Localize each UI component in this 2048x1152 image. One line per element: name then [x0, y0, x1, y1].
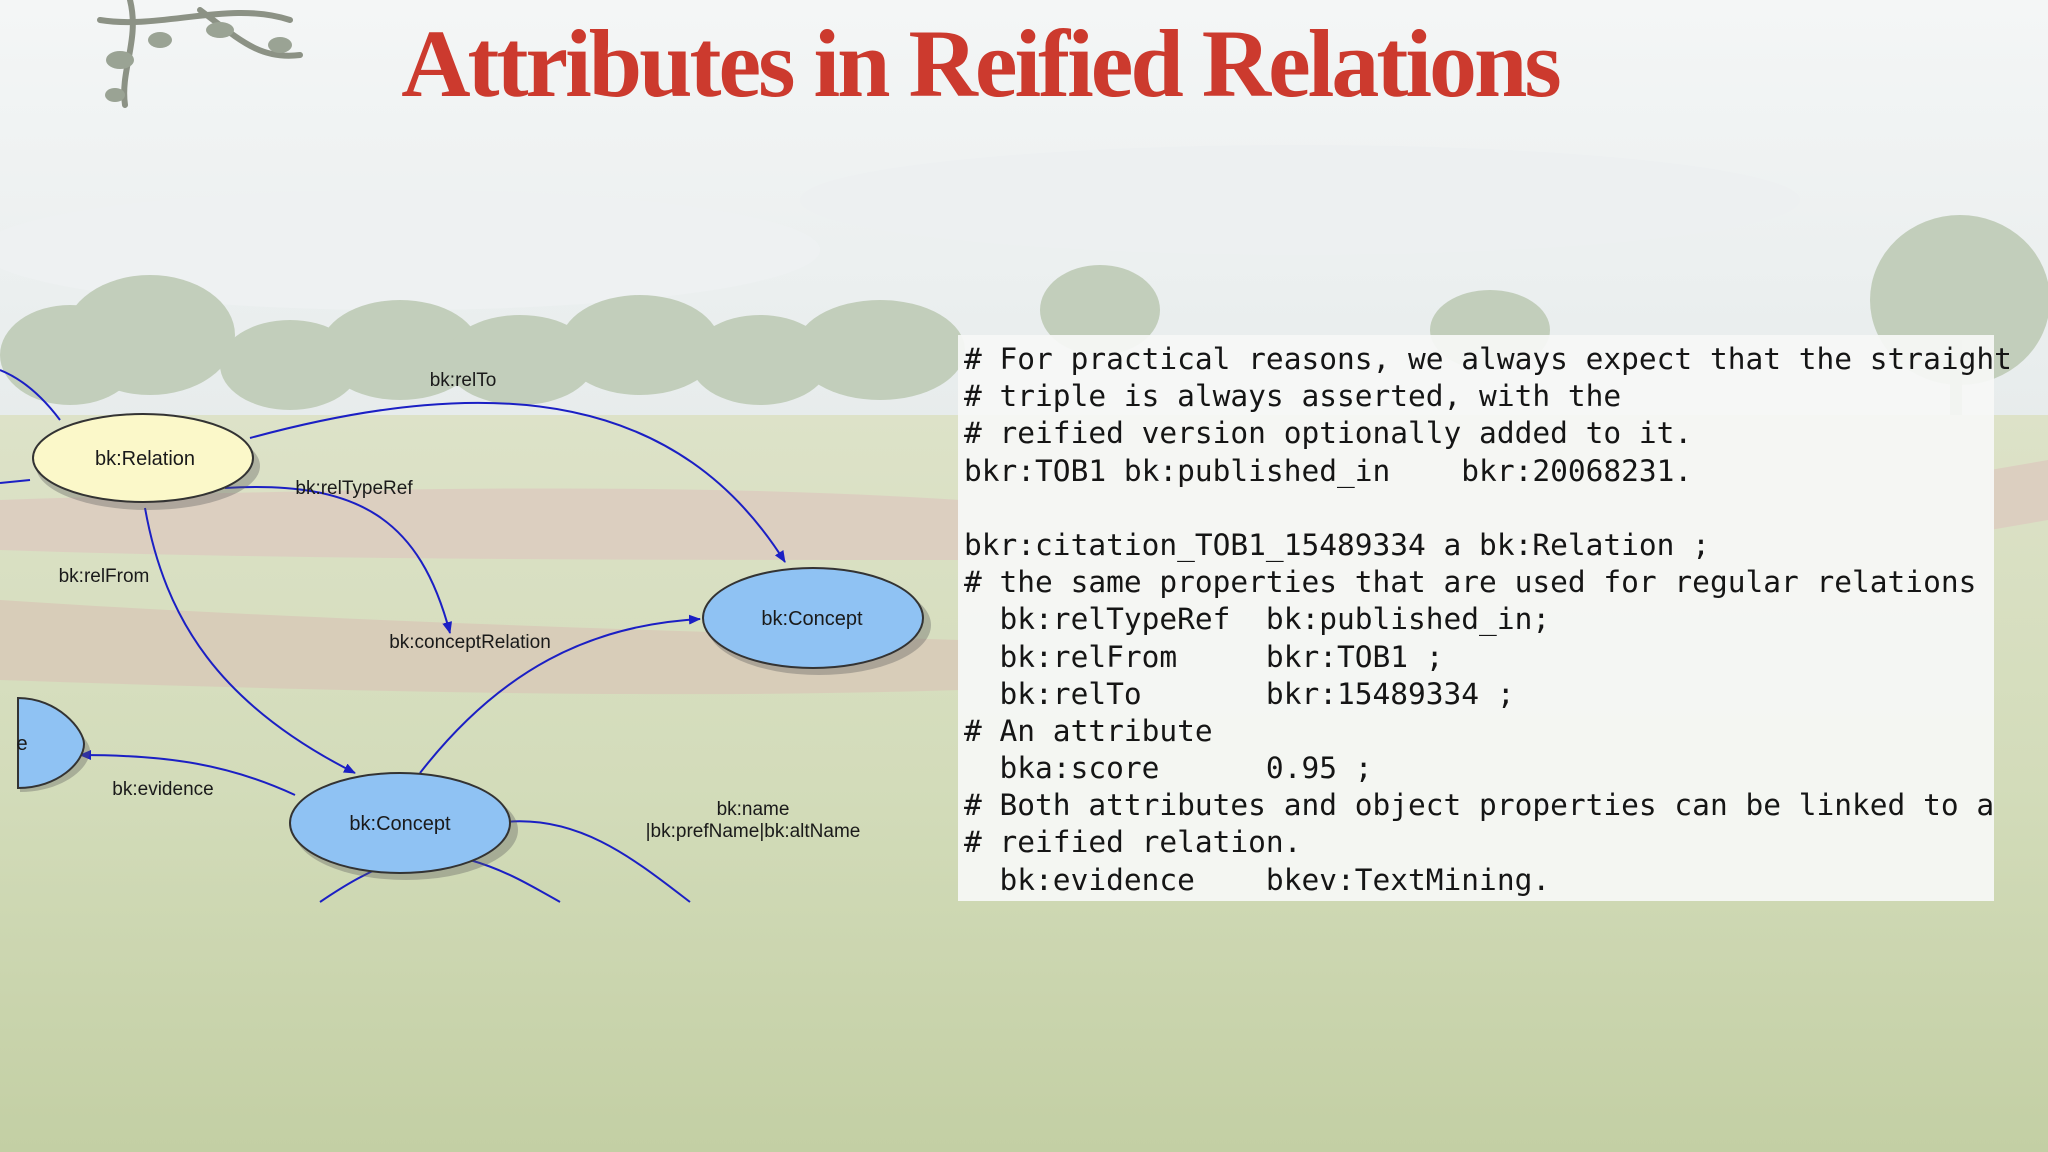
- edge-rel-from: [144, 507, 356, 774]
- concept-bottom-node-label: bk:Concept: [349, 813, 451, 835]
- code-line: # Both attributes and object properties …: [964, 788, 1995, 823]
- relation-node-label: bk:Relation: [95, 448, 195, 470]
- code-line: bk:relTypeRef bk:published_in;: [964, 602, 1551, 637]
- edge-evidence: [79, 750, 296, 796]
- edge-label-evidence: bk:evidence: [112, 779, 213, 800]
- slide-title: Attributes in Reified Relations: [401, 10, 1562, 117]
- code-line: bk:relFrom bkr:TOB1 ;: [964, 639, 1444, 674]
- edge-name: [504, 820, 691, 903]
- edge-rel-type-ref: [224, 486, 453, 634]
- code-line: [964, 490, 1988, 527]
- code-line: bk:evidence bkev:TextMining.: [964, 862, 1551, 897]
- code-line: # triple is always asserted, with the: [964, 379, 1622, 414]
- edge-label-rel-type-ref: bk:relTypeRef: [295, 478, 413, 499]
- concept-right-node-label: bk:Concept: [761, 608, 863, 630]
- code-line: # reified relation.: [964, 825, 1302, 860]
- partial-left-node-label: e: [16, 733, 27, 755]
- edge-label-rel-from: bk:relFrom: [59, 566, 150, 587]
- code-line: bka:score 0.95 ;: [964, 751, 1373, 786]
- edge-into-relation-top: [0, 369, 61, 421]
- relation-node: [32, 413, 254, 503]
- edge-bottom-mid: [469, 859, 561, 903]
- edge-label-concept-relation: bk:conceptRelation: [389, 632, 551, 653]
- code-line: # An attribute: [964, 713, 1213, 748]
- partial-left-node: [17, 696, 86, 790]
- code-line: # reified version optionally added to it…: [964, 416, 1693, 451]
- code-line: bkr:citation_TOB1_15489334 a bk:Relation…: [964, 527, 1710, 562]
- code-line: # the same properties that are used for …: [964, 565, 1977, 600]
- edge-rel-to: [249, 401, 786, 563]
- edge-label-name-line1: bk:name: [717, 799, 790, 820]
- concept-bottom-node: [289, 772, 511, 874]
- edge-into-relation-left: [0, 479, 31, 484]
- concept-right-node: [702, 567, 924, 669]
- turtle-code-panel: # For practical reasons, we always expec…: [958, 335, 2012, 901]
- code-line: # For practical reasons, we always expec…: [964, 342, 2012, 376]
- code-line: bkr:TOB1 bk:published_in bkr:20068231.: [964, 453, 1693, 488]
- edge-label-name-line2: |bk:prefName|bk:altName: [646, 821, 861, 842]
- edge-label-rel-to: bk:relTo: [430, 370, 497, 391]
- code-line: bk:relTo bkr:15489334 ;: [964, 676, 1515, 711]
- edge-concept-to-concept: [419, 614, 701, 774]
